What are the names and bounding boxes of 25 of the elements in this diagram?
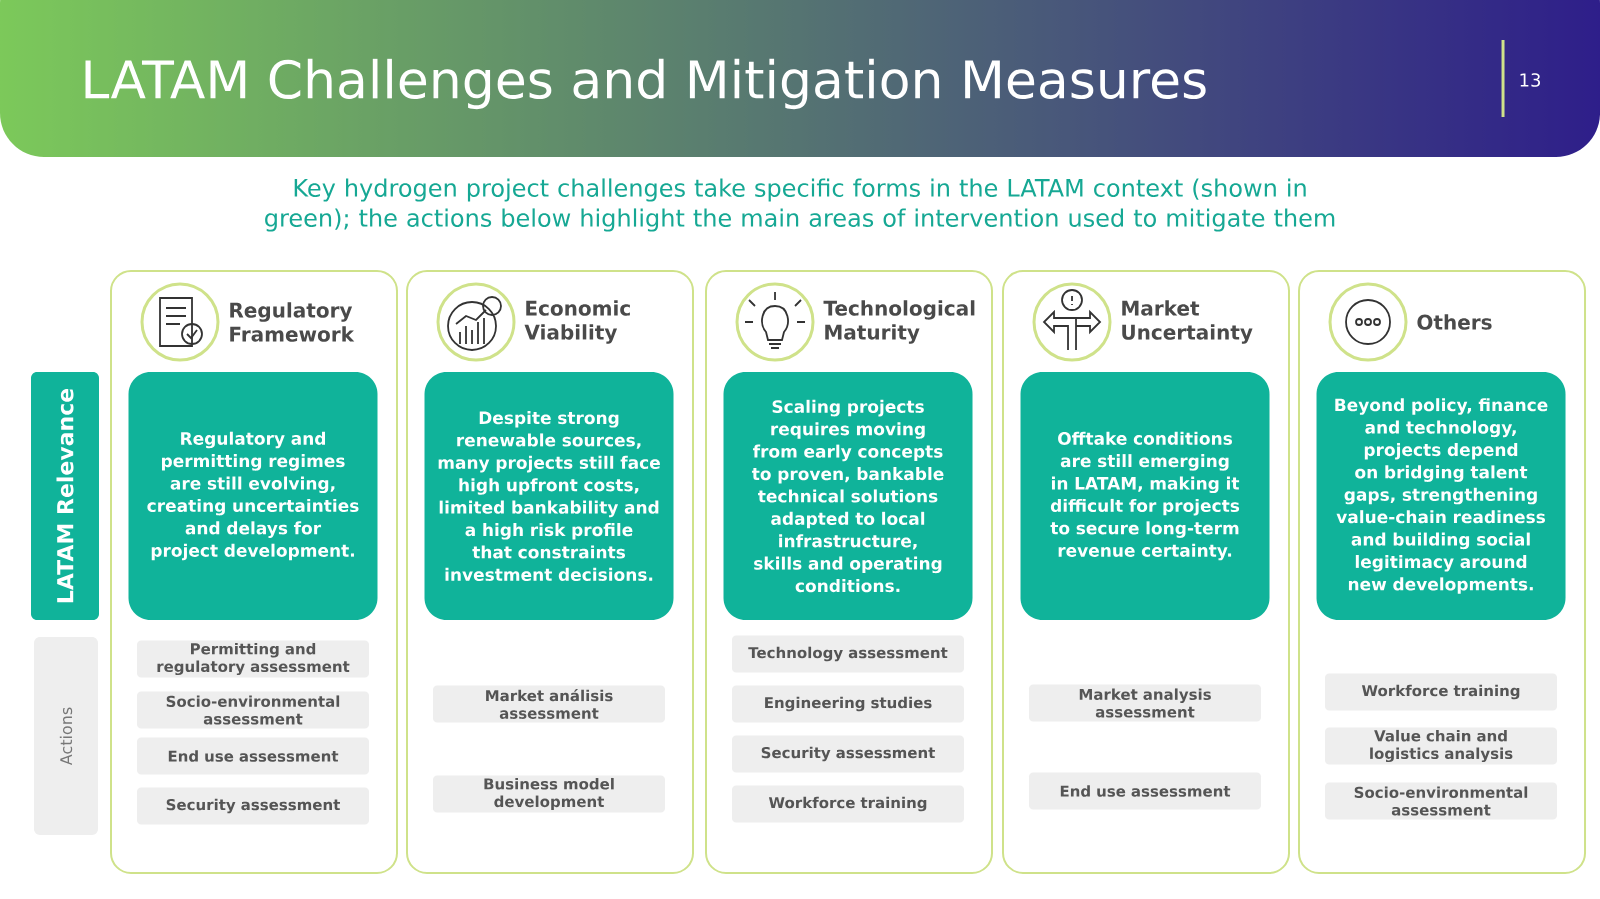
relevance-box: Despite strong renewable sources, many projects still face high upfront costs, limited bankability and a high risk profile that constraints investment decisions. (424, 372, 674, 620)
relevance-band: LATAM Relevance (31, 372, 99, 620)
action-box: Socio-environmental assessment (1325, 782, 1557, 820)
action-box: Workforce training (732, 785, 964, 823)
relevance-box: Scaling projects requires moving from early concepts to proven, bankable technical solutions adapted to local infrastructure, skills and operating conditions. (723, 372, 973, 620)
action-box: End use assessment (137, 737, 369, 775)
action-box: Market análisis assessment (433, 685, 665, 723)
action-box: Value chain and logistics analysis (1325, 727, 1557, 765)
title: LATAM Challenges and Mitigation Measures (85, 58, 1206, 110)
action-box: Technology assessment (732, 635, 964, 673)
relevance-box: Regulatory and permitting regimes are still evolving, creating uncertainties and delays for project development. (128, 372, 378, 620)
subtitle: Key hydrogen project challenges take specific forms in the LATAM context (shown in green); the actions below highlight the main areas of intervention used to mitigate them (265, 178, 1335, 232)
page-number: 13 (1520, 73, 1540, 87)
action-box: Security assessment (732, 735, 964, 773)
action-box: Permitting and regulatory assessment (137, 640, 369, 678)
relevance-box: Offtake conditions are still emerging in LATAM, making it difficult for projects to secure long-term revenue certainty. (1020, 372, 1270, 620)
action-box: Market analysis assessment (1029, 684, 1261, 722)
actions-band: Actions (34, 637, 98, 835)
action-box: Engineering studies (732, 685, 964, 723)
action-box: Security assessment (137, 787, 369, 825)
action-box: End use assessment (1029, 772, 1261, 810)
action-box: Socio-environmental assessment (137, 691, 369, 729)
action-box: Business model development (433, 775, 665, 813)
relevance-box: Beyond policy, finance and technology, projects depend on bridging talent gaps, strengthening value-chain readiness and building social legitimacy around new developments. (1316, 372, 1566, 620)
action-box: Workforce training (1325, 673, 1557, 711)
